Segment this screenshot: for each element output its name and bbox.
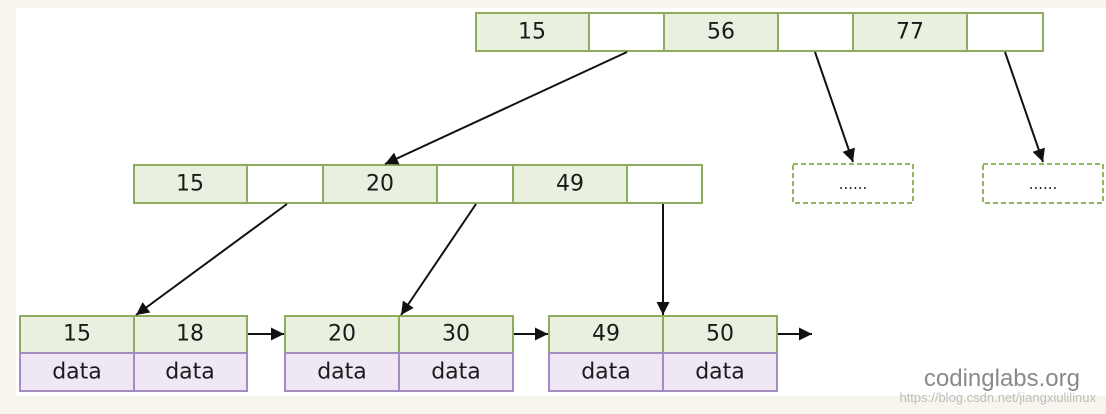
placeholder-node: ......	[982, 163, 1104, 204]
leaf-node: 15 18 data data	[19, 315, 248, 392]
pointer-arrow	[135, 203, 288, 316]
internal-pointer-cell	[436, 164, 514, 204]
leaf-data-cell	[548, 352, 664, 392]
root-pointer-cell	[588, 12, 665, 52]
pointer-arrow	[384, 51, 628, 165]
pointer-arrows	[135, 51, 1045, 316]
leaf-key-label: 18	[176, 322, 204, 347]
leaf-data-cell	[662, 352, 778, 392]
root-key-label: 77	[896, 20, 924, 45]
internal-key-label: 20	[366, 172, 394, 197]
internal-key-label: 15	[176, 172, 204, 197]
leaf-key-label: 30	[442, 322, 470, 347]
leaf-key-cell	[662, 315, 778, 354]
internal-key-cell	[133, 164, 248, 204]
pointer-arrow	[1004, 51, 1045, 163]
root-key-label: 15	[518, 20, 546, 45]
leaf-key-cell	[548, 315, 664, 354]
root-pointer-cell	[777, 12, 854, 52]
leaf-key-cell	[133, 315, 248, 354]
credit-text: codinglabs.org	[924, 365, 1080, 392]
leaf-key-label: 49	[592, 322, 620, 347]
placeholder-box	[982, 163, 1104, 204]
placeholder-label: ......	[1029, 175, 1058, 193]
leaf-key-cell	[284, 315, 400, 354]
root-pointer-cell	[966, 12, 1044, 52]
pointer-arrow	[814, 51, 855, 163]
leaf-data-label: data	[317, 360, 367, 385]
root-node: 15 56 77	[475, 12, 1044, 52]
internal-pointer-cell	[626, 164, 703, 204]
leaf-key-label: 15	[63, 322, 91, 347]
leaf-data-label: data	[431, 360, 481, 385]
internal-key-cell	[322, 164, 438, 204]
watermark-text: https://blog.csdn.net/jiangxiulilinux	[899, 390, 1096, 405]
root-key-cell	[663, 12, 779, 52]
placeholder-label: ......	[839, 175, 868, 193]
root-key-cell	[852, 12, 968, 52]
leaf-data-cell	[284, 352, 400, 392]
internal-key-label: 49	[556, 172, 584, 197]
leaf-data-cell	[133, 352, 248, 392]
internal-node: 15 20 49	[133, 164, 703, 204]
leaf-data-label: data	[581, 360, 631, 385]
leaf-data-cell	[19, 352, 135, 392]
leaf-data-label: data	[165, 360, 215, 385]
leaf-data-label: data	[52, 360, 102, 385]
root-key-cell	[475, 12, 590, 52]
pointer-arrow	[400, 203, 477, 316]
leaf-node: 49 50 data data	[548, 315, 778, 392]
leaf-node: 20 30 data data	[284, 315, 514, 392]
placeholder-box	[792, 163, 914, 204]
internal-key-cell	[512, 164, 628, 204]
leaf-data-label: data	[695, 360, 745, 385]
leaf-key-cell	[398, 315, 514, 354]
leaf-key-label: 50	[706, 322, 734, 347]
leaf-key-label: 20	[328, 322, 356, 347]
leaf-data-cell	[398, 352, 514, 392]
placeholder-node: ......	[792, 163, 914, 204]
root-key-label: 56	[707, 20, 735, 45]
internal-pointer-cell	[246, 164, 324, 204]
